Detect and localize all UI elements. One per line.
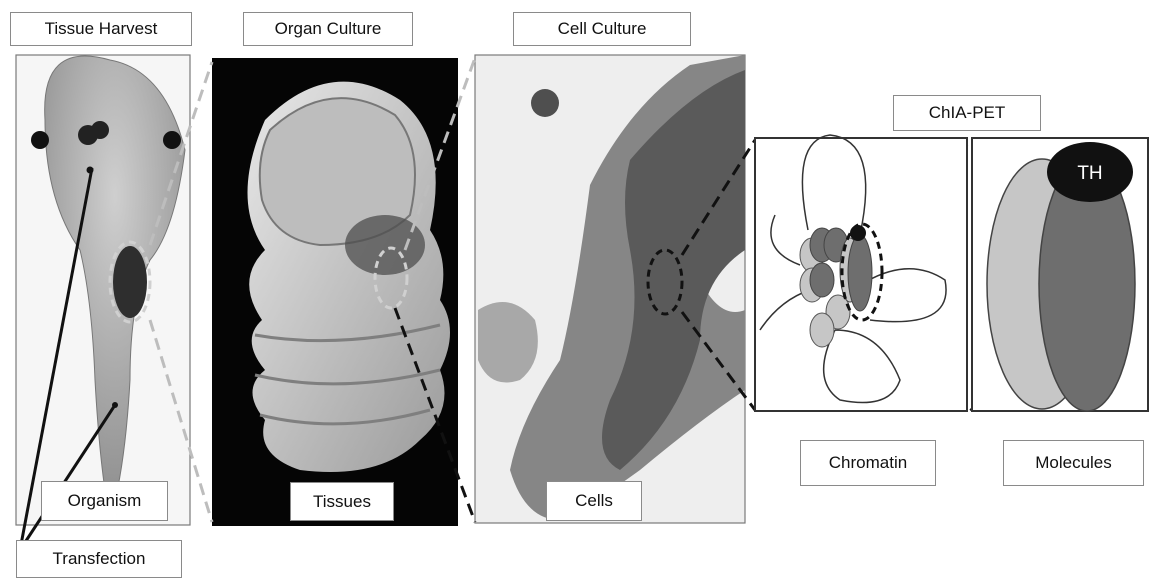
label-chromatin-text: Chromatin	[829, 453, 907, 473]
label-organ-culture-text: Organ Culture	[275, 19, 382, 39]
label-cell-culture-text: Cell Culture	[558, 19, 647, 39]
label-chia-pet-text: ChIA-PET	[929, 103, 1006, 123]
label-cells: Cells	[546, 481, 642, 521]
label-tissues: Tissues	[290, 482, 394, 521]
label-transfection-text: Transfection	[53, 549, 146, 569]
label-tissues-text: Tissues	[313, 492, 371, 512]
label-molecules-text: Molecules	[1035, 453, 1112, 473]
label-tissue-harvest-text: Tissue Harvest	[45, 19, 158, 39]
label-cells-text: Cells	[575, 491, 613, 511]
label-molecules: Molecules	[1003, 440, 1144, 486]
label-chromatin: Chromatin	[800, 440, 936, 486]
tissues-panel	[212, 58, 458, 526]
label-chia-pet: ChIA-PET	[893, 95, 1041, 131]
label-organism-text: Organism	[68, 491, 142, 511]
label-transfection: Transfection	[16, 540, 182, 578]
chromatin-panel	[755, 135, 967, 411]
molecules-panel: TH	[972, 138, 1148, 411]
label-tissue-harvest: Tissue Harvest	[10, 12, 192, 46]
label-cell-culture: Cell Culture	[513, 12, 691, 46]
th-label: TH	[1077, 163, 1102, 184]
label-organism: Organism	[41, 481, 168, 521]
cells-panel	[475, 55, 745, 523]
label-organ-culture: Organ Culture	[243, 12, 413, 46]
organism-panel	[16, 55, 190, 525]
